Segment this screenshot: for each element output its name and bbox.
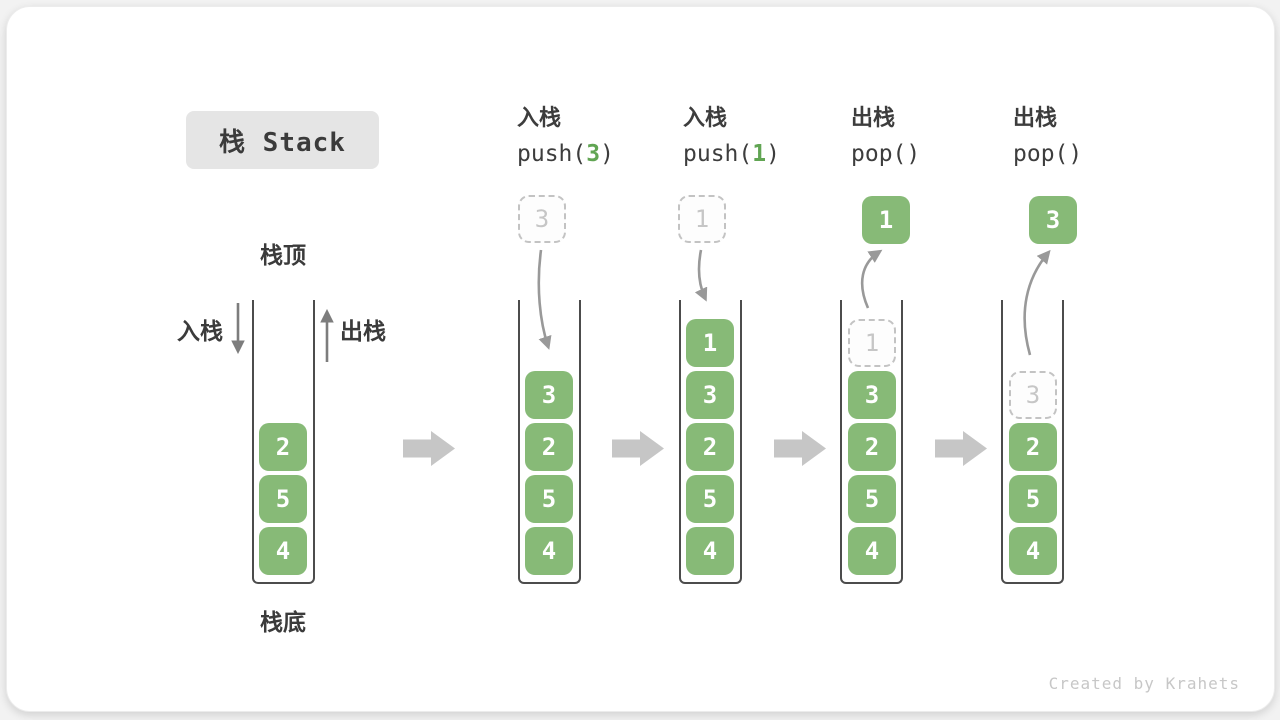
operation-label-pop-1: 出栈 pop() bbox=[851, 106, 920, 168]
step-arrow-icon bbox=[774, 431, 826, 466]
stack-block: 3 bbox=[686, 371, 734, 419]
diagram-title-box: 栈 Stack bbox=[186, 111, 379, 169]
stack-block: 4 bbox=[848, 527, 896, 575]
operation-label-push-1: 入栈 push(1) bbox=[683, 106, 780, 168]
pushing-ghost-block: 3 bbox=[518, 195, 566, 243]
step-arrow-icon bbox=[403, 431, 455, 466]
stack-block: 4 bbox=[686, 527, 734, 575]
stack-block: 2 bbox=[259, 423, 307, 471]
stack-container-5 bbox=[1001, 300, 1064, 584]
code-prefix: push( bbox=[683, 141, 753, 167]
stack-block: 4 bbox=[1009, 527, 1057, 575]
code-prefix: pop( bbox=[851, 141, 907, 167]
push-side-label: 入栈 bbox=[177, 319, 223, 345]
code-suffix: ) bbox=[766, 141, 780, 167]
stack-block: 5 bbox=[259, 475, 307, 523]
stack-block: 1 bbox=[686, 319, 734, 367]
operation-action: 入栈 bbox=[683, 106, 728, 131]
code-suffix: ) bbox=[906, 141, 921, 167]
popped-block: 1 bbox=[862, 196, 910, 244]
stack-block: 5 bbox=[686, 475, 734, 523]
operation-action: 出栈 bbox=[851, 106, 896, 131]
stack-block: 2 bbox=[1009, 423, 1057, 471]
operation-label-pop-3: 出栈 pop() bbox=[1013, 106, 1082, 168]
stack-container-1 bbox=[252, 300, 315, 584]
stack-block: 5 bbox=[848, 475, 896, 523]
stack-block: 3 bbox=[525, 371, 573, 419]
pop-side-label: 出栈 bbox=[340, 319, 386, 345]
stack-container-4 bbox=[840, 300, 903, 584]
diagram-title: 栈 Stack bbox=[219, 127, 346, 158]
stack-bottom-label: 栈底 bbox=[260, 610, 306, 636]
operation-code: pop() bbox=[1013, 141, 1082, 168]
stack-block: 2 bbox=[686, 423, 734, 471]
code-suffix: ) bbox=[1068, 141, 1083, 167]
pushing-ghost-block: 1 bbox=[678, 195, 726, 243]
push-curve-arrow-icon bbox=[694, 249, 708, 302]
stack-top-label: 栈顶 bbox=[260, 243, 306, 269]
operation-code: push(3) bbox=[517, 141, 614, 168]
stack-container-3 bbox=[679, 300, 742, 584]
operation-action: 入栈 bbox=[517, 106, 562, 131]
stack-block: 2 bbox=[525, 423, 573, 471]
step-arrow-icon bbox=[612, 431, 664, 466]
code-prefix: pop( bbox=[1013, 141, 1069, 167]
stack-block: 5 bbox=[525, 475, 573, 523]
code-prefix: push( bbox=[517, 141, 587, 167]
operation-action: 出栈 bbox=[1013, 106, 1058, 131]
popped-block: 3 bbox=[1029, 196, 1077, 244]
stack-block: 4 bbox=[259, 527, 307, 575]
code-argument: 1 bbox=[752, 141, 767, 167]
removed-ghost-block: 3 bbox=[1009, 371, 1057, 419]
stack-block: 4 bbox=[525, 527, 573, 575]
step-arrow-icon bbox=[935, 431, 987, 466]
operation-code: pop() bbox=[851, 141, 920, 168]
code-argument: 3 bbox=[586, 141, 601, 167]
watermark: Created by Krahets bbox=[1048, 674, 1240, 693]
operation-label-push-3: 入栈 push(3) bbox=[517, 106, 614, 168]
stack-block: 2 bbox=[848, 423, 896, 471]
stack-block: 5 bbox=[1009, 475, 1057, 523]
removed-ghost-block: 1 bbox=[848, 319, 896, 367]
stack-block: 3 bbox=[848, 371, 896, 419]
code-suffix: ) bbox=[600, 141, 614, 167]
operation-code: push(1) bbox=[683, 141, 780, 168]
stack-container-2 bbox=[518, 300, 581, 584]
